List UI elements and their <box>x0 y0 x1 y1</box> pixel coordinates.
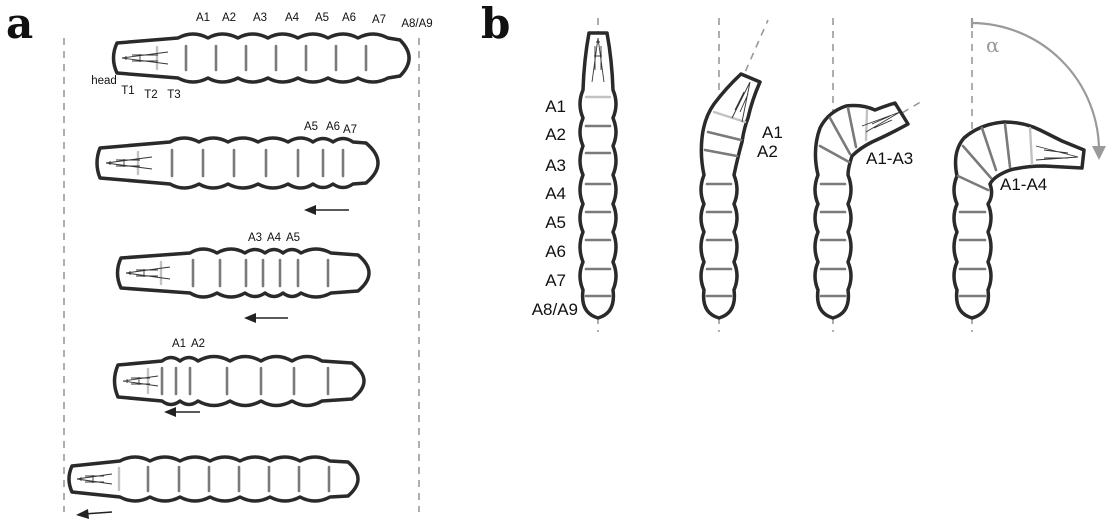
segment-label: A2 <box>757 142 778 161</box>
segment-label: A2 <box>222 12 236 24</box>
segment-label: A2 <box>191 338 205 350</box>
segment-line <box>866 110 867 140</box>
segment-label: A3 <box>545 156 566 175</box>
direction-arrow <box>244 313 288 323</box>
direction-arrow <box>76 509 112 519</box>
larva-body <box>701 74 760 318</box>
larva-body <box>118 249 370 297</box>
thorax-label: T3 <box>167 89 180 101</box>
larva-a1 <box>114 34 410 82</box>
segment-label: A7 <box>545 271 566 290</box>
segment-label: A1 <box>545 97 566 116</box>
larva-body <box>815 103 908 318</box>
panel-a-letter: a <box>6 0 33 48</box>
direction-arrow <box>304 205 349 215</box>
larva-b2 <box>701 74 760 318</box>
alpha-symbol: α <box>986 33 1000 57</box>
segment-label: A8/A9 <box>532 300 578 319</box>
larva-a2 <box>97 138 378 188</box>
segment-label: A4 <box>267 232 282 244</box>
larva-b4 <box>954 122 1084 318</box>
larva-a5 <box>69 457 358 501</box>
segment-label: A6 <box>342 12 356 24</box>
panel-b-letter: b <box>481 0 510 48</box>
larva-b1 <box>580 33 616 318</box>
segment-label: A6 <box>545 242 566 261</box>
segment-label: A5 <box>304 121 318 133</box>
larva-body <box>69 457 358 501</box>
segment-label: A6 <box>326 121 340 133</box>
segment-label: A4 <box>285 12 300 24</box>
segment-label: A1-A4 <box>1000 175 1047 194</box>
larva-b3 <box>815 103 908 318</box>
segment-label: A3 <box>248 232 262 244</box>
larva-a3 <box>118 249 370 297</box>
direction-arrow <box>164 407 200 417</box>
segment-label: A5 <box>286 232 300 244</box>
segment-label: A8/A9 <box>401 18 432 30</box>
larva-body <box>115 357 365 406</box>
thorax-label: T1 <box>121 85 134 97</box>
segment-label: A7 <box>372 14 386 26</box>
angle-arrowhead <box>1092 146 1106 160</box>
segment-label: A2 <box>545 125 566 144</box>
segment-label: A1 <box>196 12 210 24</box>
segment-label: A4 <box>545 184 566 203</box>
segment-label: A3 <box>253 12 267 24</box>
segment-label: A5 <box>545 213 566 232</box>
segment-label: A1-A3 <box>866 149 913 168</box>
segment-label: A1 <box>762 123 783 142</box>
larva-body <box>580 33 616 318</box>
segment-label: A5 <box>315 12 329 24</box>
larva-body <box>954 122 1084 318</box>
head-label: head <box>91 75 117 87</box>
segment-label: A7 <box>343 124 357 136</box>
thorax-label: T2 <box>144 89 157 101</box>
segment-label: A1 <box>172 338 186 350</box>
larva-a4 <box>115 357 365 406</box>
